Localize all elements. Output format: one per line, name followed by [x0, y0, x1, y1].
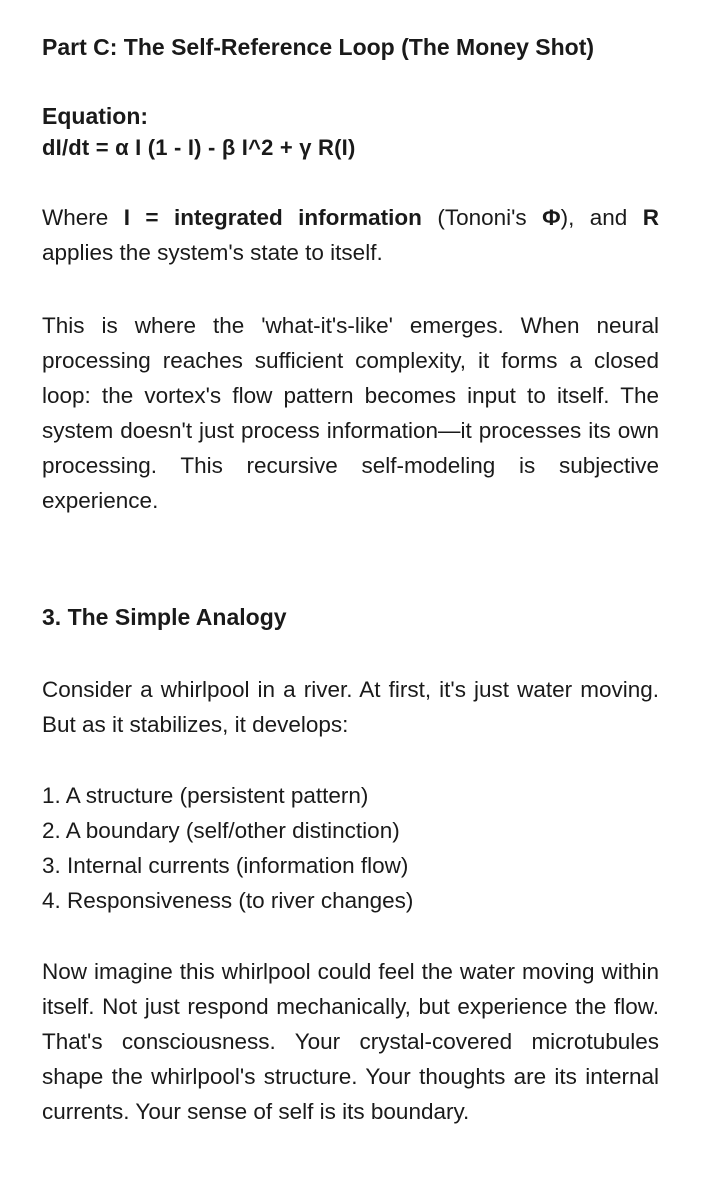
list-item: 4. Responsiveness (to river changes)	[42, 888, 414, 913]
definition-paragraph: Where I = integrated information (Tononi…	[42, 200, 659, 270]
definition-text-2: (Tononi's	[421, 205, 543, 230]
section-heading-part-c: Part C: The Self-Reference Loop (The Mon…	[42, 34, 595, 60]
definition-term-phi: Φ	[542, 205, 561, 230]
emergence-paragraph: This is where the 'what-it's-like' emerg…	[42, 313, 659, 513]
definition-text-1: Where	[42, 205, 124, 230]
closing-paragraph: Now imagine this whirlpool could feel th…	[42, 959, 659, 1124]
equation-label: Equation:	[42, 103, 149, 129]
equation: dI/dt = α I (1 - I) - β I^2 + γ R(I)	[42, 135, 356, 160]
analogy-intro-paragraph: Consider a whirlpool in a river. At firs…	[42, 677, 659, 737]
definition-term-r: R	[642, 205, 659, 230]
list-item: 2. A boundary (self/other distinction)	[42, 818, 400, 843]
definition-text-4: applies the system's state to itself.	[42, 240, 383, 265]
section-heading-analogy: 3. The Simple Analogy	[42, 604, 287, 630]
analogy-list: 1. A structure (persistent pattern) 2. A…	[42, 778, 659, 918]
list-item: 3. Internal currents (information flow)	[42, 853, 409, 878]
definition-term-i: I = integrated information	[123, 205, 422, 230]
equation-block: Equation: dI/dt = α I (1 - I) - β I^2 + …	[42, 100, 659, 164]
definition-text-3: ), and	[560, 205, 643, 230]
list-item: 1. A structure (persistent pattern)	[42, 783, 369, 808]
